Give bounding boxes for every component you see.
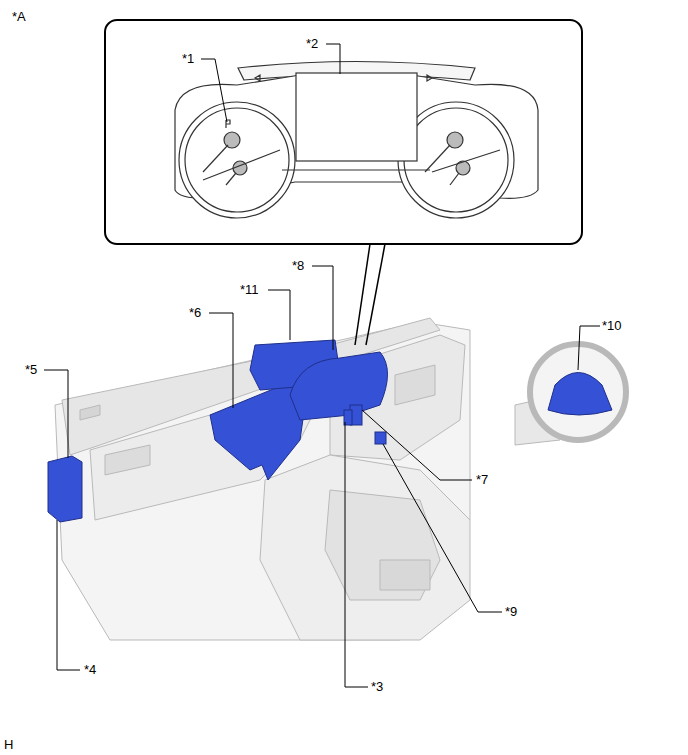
callout-number: *3 — [371, 680, 383, 694]
figure-code: *A — [12, 10, 26, 24]
callout-number: *6 — [189, 306, 201, 320]
callout-number: *4 — [84, 663, 96, 677]
callout-number: *1 — [182, 52, 194, 66]
callout-number: *5 — [25, 363, 37, 377]
figure-code: H — [4, 738, 13, 752]
callout-number: *2 — [306, 37, 318, 51]
callout-number: *8 — [292, 259, 304, 273]
callout-number: *7 — [476, 473, 488, 487]
callout-number: *9 — [505, 605, 517, 619]
callout-number: *10 — [602, 319, 622, 333]
callout-number: *11 — [240, 283, 259, 297]
